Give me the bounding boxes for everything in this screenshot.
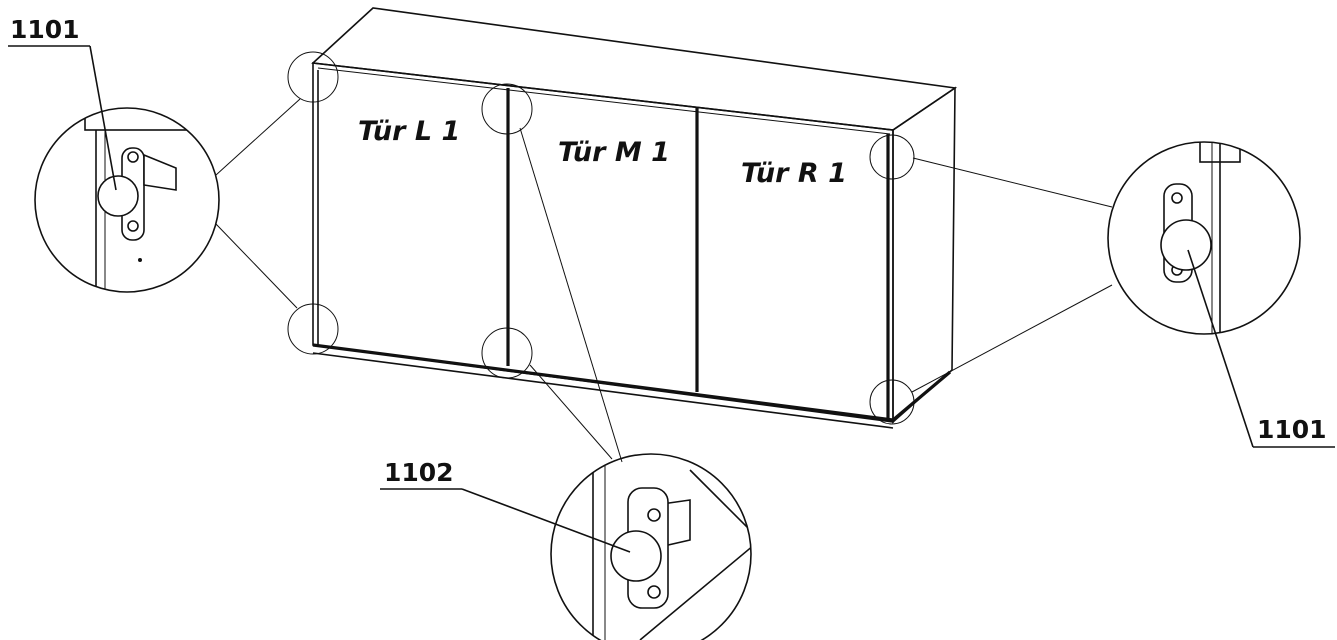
connector-lines <box>215 98 1113 463</box>
hinge-knob-icon <box>1160 219 1212 271</box>
marker-bottom-right <box>869 379 915 425</box>
door-label-right: Tür R 1 <box>741 158 847 189</box>
detail-view-left <box>34 107 220 293</box>
hinge-knob-icon <box>97 175 139 217</box>
callout-label: 1102 <box>384 458 454 487</box>
marker-top-right <box>869 134 915 180</box>
marker-bottom-left <box>287 303 339 355</box>
callout-bottom: 1102 <box>380 458 631 553</box>
callout-top-left: 1101 <box>8 15 117 191</box>
marker-bottom-middle <box>481 327 533 379</box>
cabinet: Tür L 1 Tür M 1 Tür R 1 <box>311 7 958 429</box>
location-markers <box>287 51 915 425</box>
cabinet-top <box>311 7 958 131</box>
door-label-left: Tür L 1 <box>358 116 460 147</box>
cabinet-front <box>312 62 894 423</box>
hinge-knob-icon <box>610 530 662 582</box>
marker-top-left <box>287 51 339 103</box>
callout-label: 1101 <box>10 15 80 44</box>
detail-view-right <box>1107 141 1301 335</box>
door-label-middle: Tür M 1 <box>558 137 670 168</box>
detail-view-bottom <box>550 453 752 640</box>
marker-top-middle <box>481 83 533 135</box>
callout-right: 1101 <box>1187 249 1335 448</box>
callout-label: 1101 <box>1257 415 1327 444</box>
